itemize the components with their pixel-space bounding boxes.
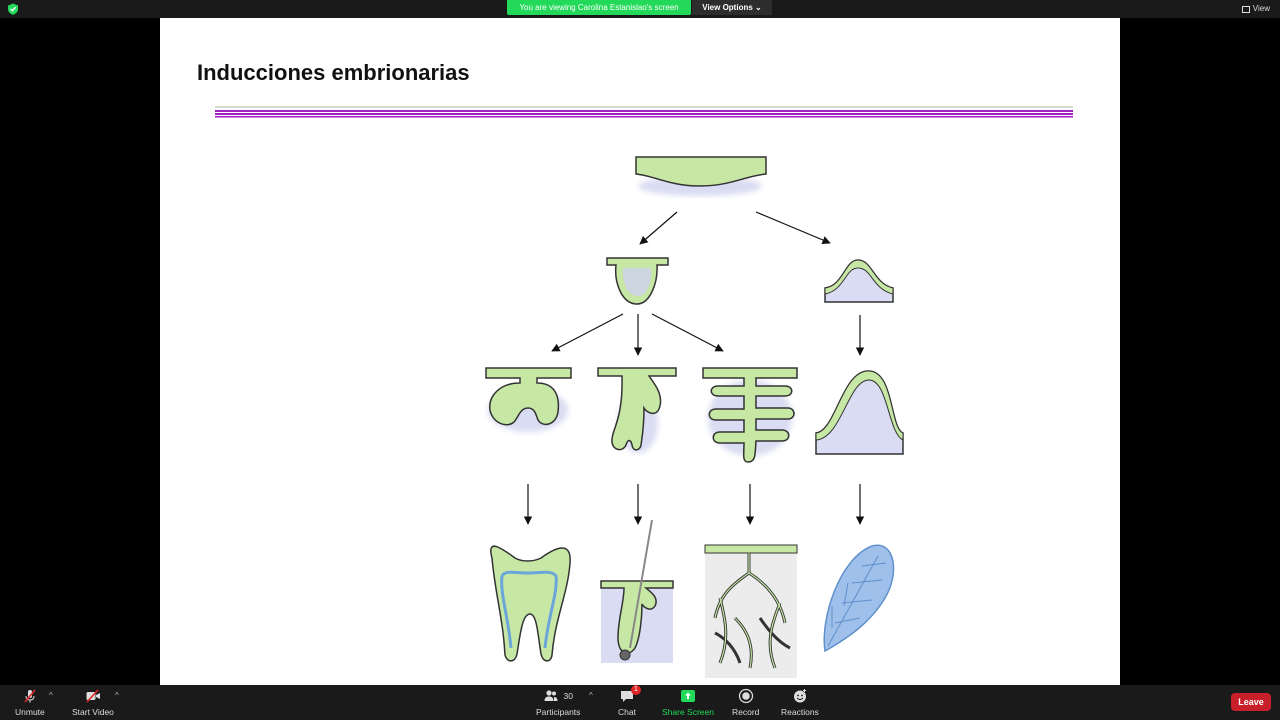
hair-final	[600, 519, 674, 663]
view-options-label: View Options	[702, 3, 753, 12]
record-button[interactable]: Record	[732, 688, 759, 718]
shared-slide: Inducciones embrionarias	[160, 18, 1120, 685]
share-screen-icon	[680, 690, 695, 702]
shield-icon[interactable]	[7, 3, 19, 15]
share-screen-label: Share Screen	[662, 707, 714, 717]
reactions-icon	[793, 689, 806, 703]
unmute-label: Unmute	[15, 707, 45, 717]
grid-view-icon	[1241, 5, 1250, 13]
chat-button[interactable]: 1 Chat	[618, 685, 641, 718]
placode-stage	[635, 156, 767, 196]
unmute-options-caret[interactable]: ^	[49, 691, 53, 700]
record-label: Record	[732, 707, 760, 717]
participants-icon	[544, 690, 558, 701]
evagination-stage	[824, 259, 894, 303]
branching-gland-stage	[702, 367, 798, 463]
participants-button[interactable]: 30 Participants	[536, 688, 580, 718]
participants-count: 30	[563, 691, 573, 701]
unmute-button[interactable]: Unmute	[15, 688, 45, 718]
view-label: View	[1252, 4, 1270, 13]
arrow	[651, 313, 724, 352]
video-off-icon	[86, 689, 100, 703]
chat-badge: 1	[630, 685, 641, 695]
chat-label: Chat	[618, 707, 636, 717]
meeting-toolbar: Unmute ^ Start Video ^ 30 Participants ^	[0, 685, 1280, 720]
view-options-button[interactable]: View Options ⌄	[692, 0, 772, 15]
feather-bud-stage	[815, 370, 904, 455]
slide-title: Inducciones embrionarias	[197, 60, 470, 85]
start-video-label: Start Video	[72, 707, 114, 717]
participants-options-caret[interactable]: ^	[589, 691, 593, 700]
top-bar: You are viewing Carolina Estanislao's sc…	[0, 0, 1280, 18]
chevron-down-icon: ⌄	[755, 3, 762, 12]
chat-icon	[620, 691, 633, 702]
participants-label: Participants	[536, 707, 581, 717]
arrow	[755, 211, 831, 244]
invagination-stage	[606, 257, 669, 305]
view-button[interactable]: View	[1241, 3, 1270, 15]
induction-diagram	[485, 156, 904, 678]
share-screen-button[interactable]: Share Screen	[662, 688, 714, 718]
start-video-button[interactable]: Start Video	[72, 688, 114, 718]
viewing-banner: You are viewing Carolina Estanislao's sc…	[507, 0, 691, 15]
feather-final	[823, 544, 895, 653]
hair-follicle-stage	[597, 367, 677, 453]
mic-off-icon	[24, 689, 36, 703]
leave-button[interactable]: Leave	[1231, 693, 1271, 711]
arrow	[551, 313, 624, 352]
reactions-label: Reactions	[781, 707, 819, 717]
title-divider	[215, 106, 1073, 118]
gland-final	[704, 544, 798, 678]
video-options-caret[interactable]: ^	[115, 691, 119, 700]
arrow	[639, 211, 678, 245]
tooth-final	[490, 545, 571, 662]
reactions-button[interactable]: Reactions	[781, 688, 819, 718]
record-icon	[738, 688, 753, 704]
tooth-bud-stage	[485, 367, 572, 432]
